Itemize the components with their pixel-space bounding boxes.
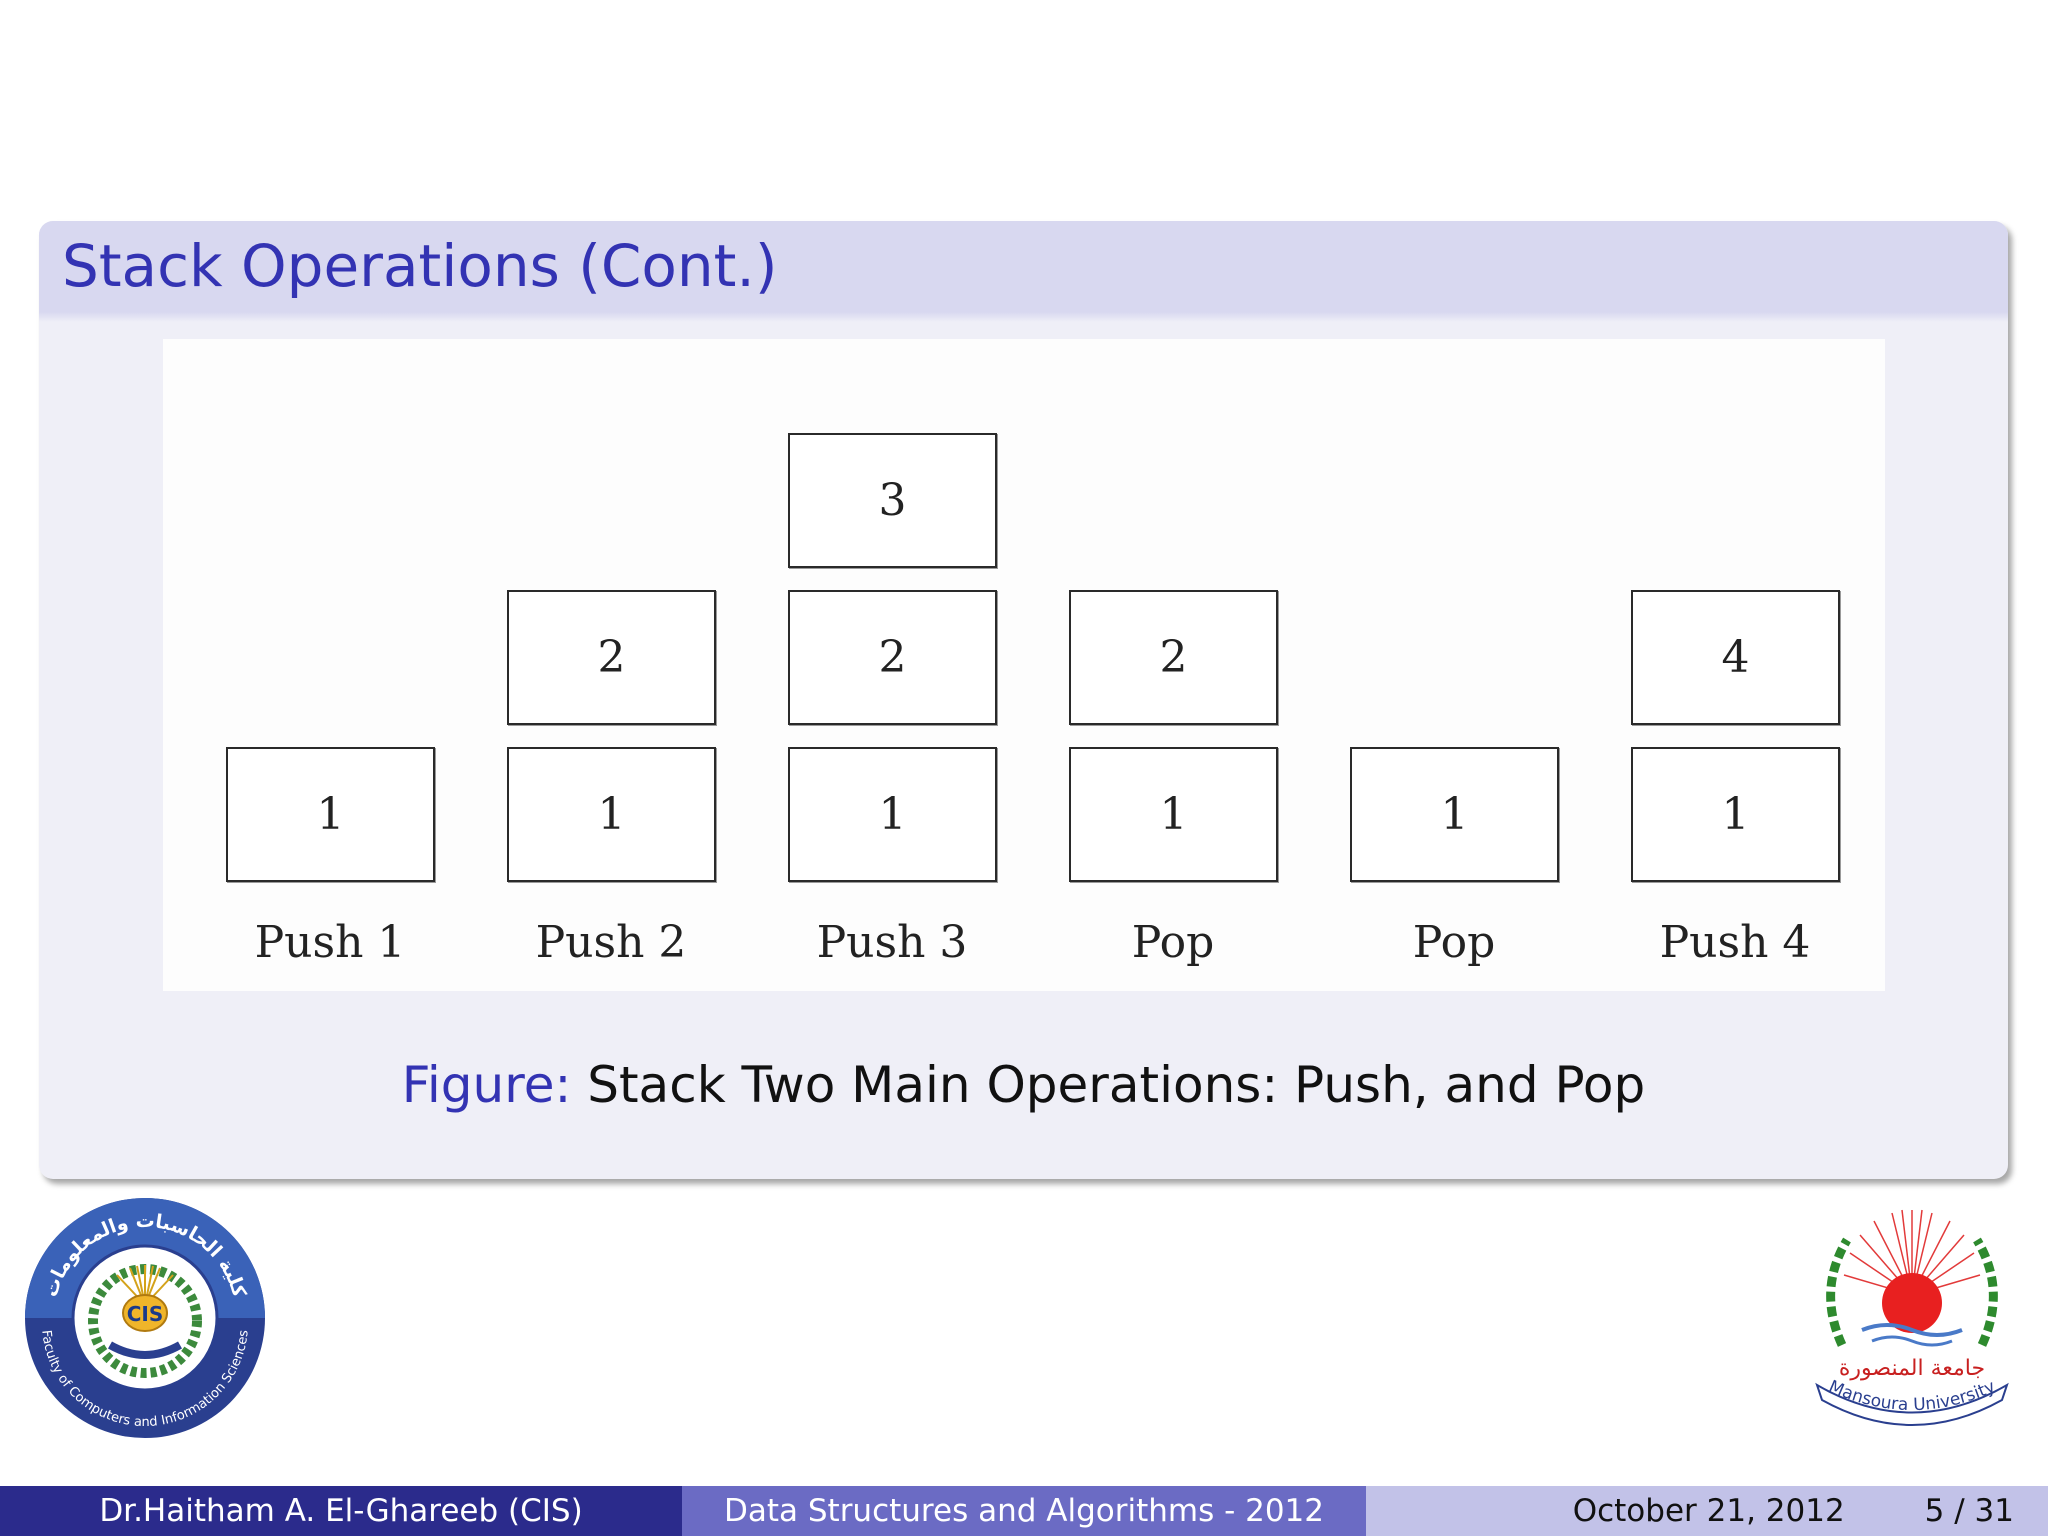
footer-date: October 21, 2012: [1572, 1493, 1845, 1529]
footer: Dr.Haitham A. El-Ghareeb (CIS) Data Stru…: [0, 1486, 2048, 1536]
operation-label: Push 2: [535, 917, 687, 968]
stack-element: 2: [507, 590, 716, 725]
cis-badge-text: CIS: [127, 1302, 164, 1326]
footer-info: October 21, 2012 5 / 31: [1366, 1486, 2048, 1536]
caption-text: Stack Two Main Operations: Push, and Pop: [587, 1056, 1646, 1114]
stack-element: 3: [788, 433, 997, 568]
figure-caption: Figure: Stack Two Main Operations: Push,…: [39, 1056, 2008, 1114]
mansoura-arabic-text: جامعة المنصورة: [1839, 1356, 1985, 1381]
footer-author: Dr.Haitham A. El-Ghareeb (CIS): [0, 1486, 682, 1536]
stack-element: 1: [226, 747, 435, 882]
footer-course: Data Structures and Algorithms - 2012: [682, 1486, 1366, 1536]
slide-title: Stack Operations (Cont.): [62, 232, 778, 300]
stack-element: 1: [507, 747, 716, 882]
stack-element: 1: [1631, 747, 1840, 882]
cis-faculty-logo: CIS كلية الحاسبات والمعلومات Faculty of …: [25, 1198, 265, 1438]
mansoura-university-logo: جامعة المنصورة Mansoura University: [1815, 1209, 2009, 1426]
page-number: 5 / 31: [1924, 1493, 2014, 1529]
operation-label: Push 3: [816, 917, 968, 968]
stack-element: 1: [1069, 747, 1278, 882]
operation-label: Pop: [1412, 917, 1496, 968]
operation-label: Push 1: [254, 917, 406, 968]
stack-element: 4: [1631, 590, 1840, 725]
block-title-bar: [39, 221, 2008, 322]
stack-element: 2: [788, 590, 997, 725]
stack-element: 1: [1350, 747, 1559, 882]
caption-prefix: Figure:: [401, 1056, 572, 1114]
stack-element: 1: [788, 747, 997, 882]
stack-element: 2: [1069, 590, 1278, 725]
operation-label: Push 4: [1659, 917, 1811, 968]
operation-label: Pop: [1131, 917, 1215, 968]
